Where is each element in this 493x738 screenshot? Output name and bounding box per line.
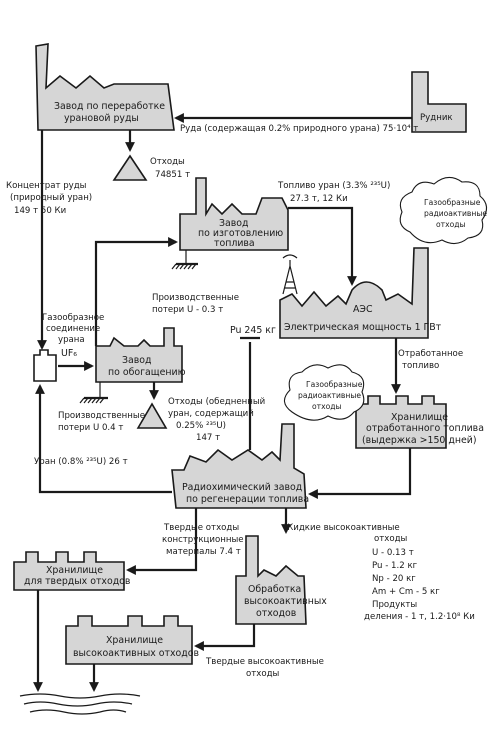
ore-plant-line-1: Завод по переработке bbox=[54, 101, 165, 112]
flow-storage-to-radiochem bbox=[308, 448, 412, 499]
gas-cloud-1: Газообразные радиоактивные отходы bbox=[399, 176, 487, 245]
solid-waste-line-2: конструкционные bbox=[162, 535, 244, 545]
radiochem-line-1: Радиохимический завод bbox=[182, 482, 302, 493]
radiochem-line-2: по регенерации топлива bbox=[186, 494, 309, 505]
depleted-line-1: Отходы (обедненный bbox=[168, 397, 265, 407]
fab-losses-line-2: потери U - 0.3 т bbox=[152, 305, 223, 315]
spent-fuel-storage: Хранилище отработанного топлива (выдержк… bbox=[355, 395, 484, 449]
spent-fuel-line-2: топливо bbox=[402, 361, 439, 371]
fuel-in-line-2: 27.3 т, 12 Ки bbox=[290, 194, 348, 204]
fuel-fabrication-plant: Завод по изготовлению топлива bbox=[179, 177, 289, 251]
depleted-uranium-pile bbox=[136, 402, 168, 429]
gas-cloud-2: Газообразные радиоактивные отходы bbox=[283, 364, 365, 421]
uranium-return-label: Уран (0.8% ²³⁵U) 26 т bbox=[34, 457, 128, 467]
enrichment-line-2: по обогащению bbox=[108, 367, 186, 378]
composition-am-cm: Am + Cm - 5 кг bbox=[372, 587, 440, 597]
composition-fp-1: Продукты bbox=[372, 600, 417, 610]
spent-storage-line-1: Хранилище bbox=[391, 412, 448, 423]
flow-plutonium bbox=[240, 336, 260, 450]
processing-line-3: отходов bbox=[256, 608, 296, 619]
fab-losses-line-1: Производственные bbox=[152, 293, 239, 303]
fabrication-losses-ground bbox=[171, 250, 198, 270]
hla-storage-line-2: высокоактивных отходов bbox=[73, 648, 199, 659]
mine-facility: Рудник bbox=[411, 71, 467, 133]
composition-u: U - 0.13 т bbox=[372, 548, 414, 558]
ore-plant-line-2: урановой руды bbox=[64, 113, 139, 124]
depleted-line-4: 147 т bbox=[196, 433, 220, 443]
spent-storage-line-3: (выдержка >150 дней) bbox=[362, 435, 476, 446]
solid-storage-line-1: Хранилище bbox=[46, 565, 103, 576]
hlw-storage: Хранилище высокоактивных отходов bbox=[65, 615, 199, 665]
solid-storage-line-2: для твердых отходов bbox=[24, 576, 130, 587]
gas-1-line-3: отходы bbox=[436, 220, 465, 229]
enrichment-losses-ground bbox=[79, 382, 108, 404]
tailings-line-1: Отходы bbox=[150, 157, 185, 167]
flow-solid-hla bbox=[194, 624, 256, 651]
tailings-line-2: 74851 т bbox=[155, 170, 190, 180]
enr-losses-line-1: Производственные bbox=[58, 411, 145, 421]
solid-hla-line-2: отходы bbox=[246, 669, 280, 679]
uf6-label-line-1: Газообразное bbox=[42, 313, 104, 323]
gas-2-line-2: радиоактивные bbox=[298, 391, 361, 400]
fuel-plant-line-3: топлива bbox=[214, 238, 255, 249]
composition-fp-2: деления - 1 т, 1.2·10⁸ Ки bbox=[364, 612, 475, 622]
enrichment-line-1: Завод bbox=[122, 355, 152, 366]
flow-solid-waste bbox=[126, 508, 198, 575]
solid-waste-storage: Хранилище для твердых отходов bbox=[13, 551, 130, 591]
ore-processing-plant: Завод по переработке урановой руды bbox=[35, 43, 175, 131]
solid-waste-line-1: Твердые отходы bbox=[163, 523, 239, 533]
uf6-label-line-3: урана bbox=[58, 335, 85, 345]
uf6-container: UF₆ bbox=[33, 348, 77, 382]
flow-fuel-to-npp bbox=[288, 206, 357, 286]
spent-fuel-line-1: Отработанное bbox=[398, 349, 463, 359]
solid-waste-line-3: материалы 7.4 т bbox=[166, 547, 241, 557]
concentrate-line-2: (природный уран) bbox=[10, 193, 92, 203]
composition-np: Np - 20 кг bbox=[372, 574, 416, 584]
fuel-in-line-1: Топливо уран (3.3% ²³⁵U) bbox=[277, 181, 390, 191]
hla-storage-line-1: Хранилище bbox=[106, 635, 163, 646]
ore-label: Руда (содержащая 0.2% природного урана) … bbox=[180, 124, 418, 134]
liquid-waste-line-1: Жидкие высокоактивные bbox=[284, 523, 400, 533]
enr-losses-line-2: потери U 0.4 т bbox=[58, 423, 123, 433]
uf6-symbol: UF₆ bbox=[61, 348, 77, 359]
disposal-ground bbox=[19, 693, 141, 715]
processing-line-1: Обработка bbox=[248, 584, 301, 595]
enrichment-plant: Завод по обогащению bbox=[95, 327, 186, 383]
pu-label: Pu 245 кг bbox=[230, 325, 276, 336]
gas-2-line-1: Газообразные bbox=[306, 380, 363, 389]
hlw-processing-facility: Обработка высокоактивных отходов bbox=[235, 535, 327, 625]
uf6-label-line-2: соединение bbox=[46, 324, 100, 334]
spent-storage-line-2: отработанного топлива bbox=[366, 423, 484, 434]
flow-enrichment-to-fabrication bbox=[94, 237, 178, 346]
concentrate-line-1: Концентрат руды bbox=[6, 181, 87, 191]
concentrate-line-3: 149 т 50 Ки bbox=[14, 206, 66, 216]
solid-hla-line-1: Твердые высокоактивные bbox=[205, 657, 324, 667]
radiochemical-plant: Радиохимический завод по регенерации топ… bbox=[171, 423, 309, 509]
processing-line-2: высокоактивных bbox=[244, 596, 327, 607]
npp-title: АЭС bbox=[353, 304, 373, 315]
depleted-line-2: уран, содержащий bbox=[168, 409, 254, 419]
npp-facility: АЭС Электрическая мощность 1 ГВт bbox=[279, 247, 442, 339]
fuel-plant-line-1: Завод bbox=[219, 218, 249, 229]
gas-1-line-1: Газообразные bbox=[424, 198, 481, 207]
fuel-plant-line-2: по изготовлению bbox=[198, 228, 283, 239]
npp-power: Электрическая мощность 1 ГВт bbox=[284, 322, 442, 333]
depleted-line-3: 0.25% ²³⁵U) bbox=[176, 421, 226, 431]
gas-2-line-3: отходы bbox=[312, 402, 341, 411]
mine-label: Рудник bbox=[420, 113, 453, 123]
liquid-waste-line-2: отходы bbox=[374, 534, 408, 544]
flow-uranium-return bbox=[35, 384, 172, 494]
tailings-pile: Отходы 74851 т bbox=[112, 154, 190, 181]
composition-pu: Pu - 1.2 кг bbox=[372, 561, 418, 571]
gas-1-line-2: радиоактивные bbox=[424, 209, 487, 218]
